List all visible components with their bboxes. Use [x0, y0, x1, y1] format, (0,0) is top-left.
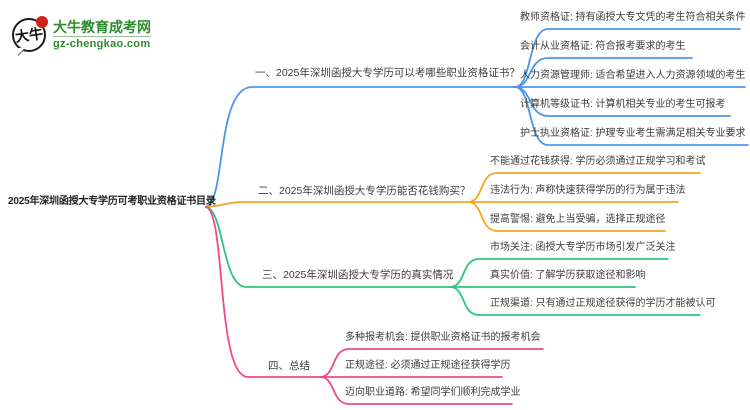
red-seal-icon — [36, 16, 48, 28]
site-logo[interactable]: 大牛 大牛教育成考网 gz-chengkao.com — [12, 16, 151, 55]
branch-1-links — [205, 28, 749, 208]
branch-3-leaf-2[interactable]: 真实价值: 了解学历获取途径和影响 — [490, 270, 646, 281]
logo-text-block: 大牛教育成考网 gz-chengkao.com — [53, 19, 151, 51]
branch-1-label[interactable]: 一、2025年深圳函授大专学历可以考哪些职业资格证书？ — [255, 67, 520, 79]
branch-2-label[interactable]: 二、2025年深圳函授大专学历能否花钱购买？ — [258, 185, 471, 197]
branch-1-leaf-3[interactable]: 人力资源管理师: 适合希望进入人力资源领域的考生 — [520, 70, 746, 81]
branch-2-links — [205, 172, 701, 232]
branch-4-links — [205, 206, 544, 405]
branch-1-leaf-1[interactable]: 教师资格证: 持有函授大专文凭的考生符合相关条件 — [520, 12, 746, 23]
root-topic-node[interactable]: 2025年深圳函授大专学历可考职业资格证书目录 — [8, 196, 216, 207]
branch-1-leaf-2[interactable]: 会计从业资格证: 符合报考要求的考生 — [520, 41, 686, 52]
branch-4-leaf-2[interactable]: 正规途径: 必须通过正规途径获得学历 — [345, 360, 511, 371]
branch-4-leaf-3[interactable]: 迈向职业道路: 希望同学们顺利完成学业 — [345, 387, 521, 398]
site-name: 大牛教育成考网 — [53, 19, 151, 35]
daniu-bubble-logo-icon: 大牛 — [12, 16, 48, 55]
branch-2-leaf-2[interactable]: 违法行为: 声称快速获得学历的行为属于违法 — [490, 185, 686, 196]
site-url: gz-chengkao.com — [53, 36, 151, 50]
branch-3-label[interactable]: 三、2025年深圳函授大专学历的真实情况 — [262, 269, 454, 281]
branch-3-leaf-3[interactable]: 正规渠道: 只有通过正规途径获得的学历才能被认可 — [490, 298, 716, 309]
branch-2-leaf-3[interactable]: 提高警惕: 避免上当受骗，选择正规途径 — [490, 214, 666, 225]
branch-1-leaf-4[interactable]: 计算机等级证书: 计算机相关专业的考生可报考 — [520, 99, 726, 110]
branch-2-leaf-1[interactable]: 不能通过花钱获得: 学历必须通过正规学习和考试 — [490, 156, 706, 167]
branch-1-leaf-5[interactable]: 护士执业资格证: 护理专业考生需满足相关专业要求 — [520, 128, 746, 139]
branch-4-leaf-1[interactable]: 多种报考机会: 提供职业资格证书的报考机会 — [345, 332, 541, 343]
branch-3-links — [205, 206, 701, 316]
branch-4-label[interactable]: 四、总结 — [268, 360, 310, 372]
branch-3-leaf-1[interactable]: 市场关注: 函授大专学历市场引发广泛关注 — [490, 242, 676, 253]
bubble-tail — [18, 48, 25, 55]
